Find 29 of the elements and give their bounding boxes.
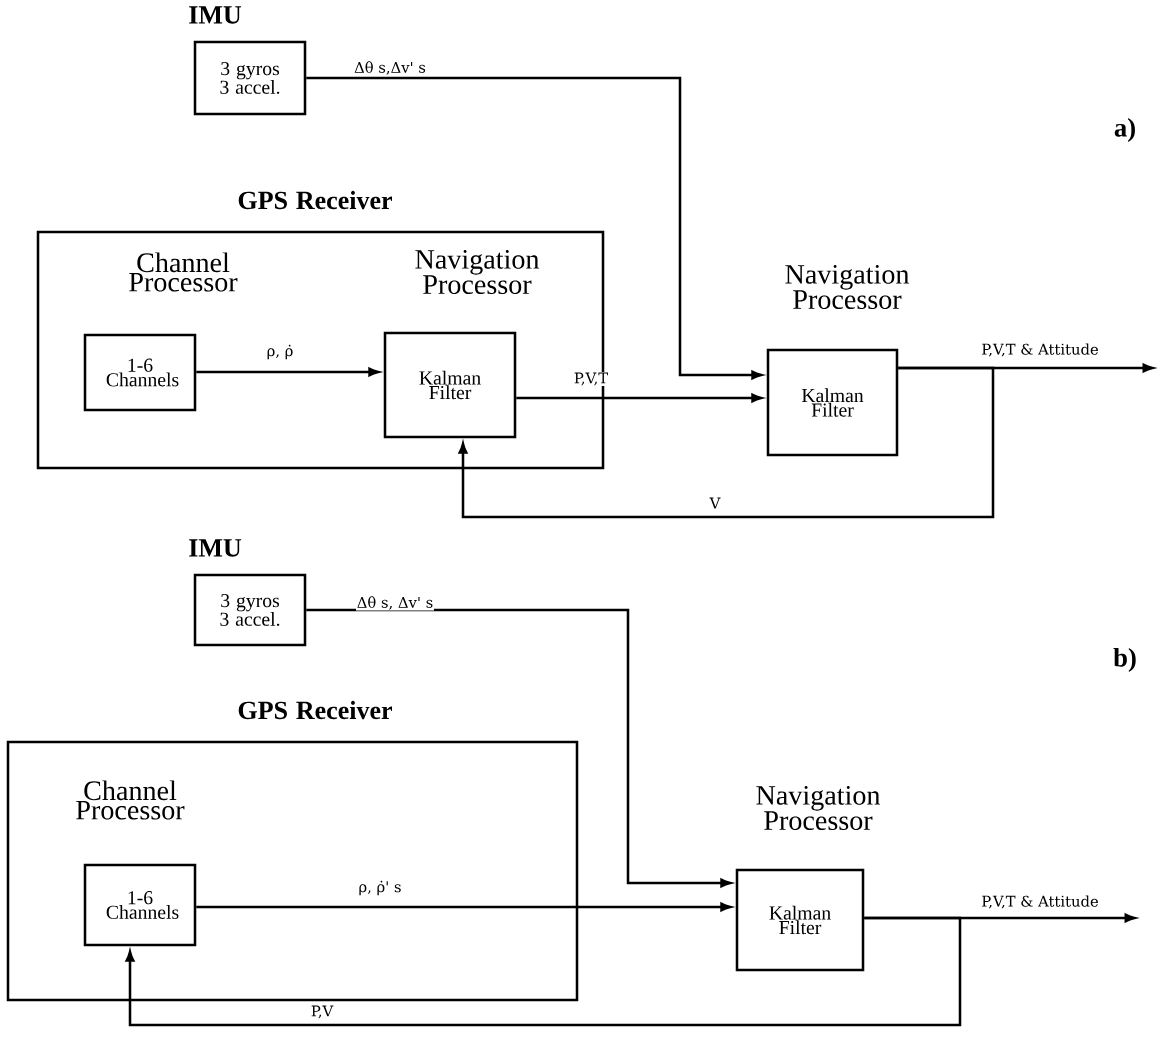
- node-label: Channel Processor: [129, 252, 238, 292]
- inner-block: Channel Processor 1-6 Channels: [76, 780, 197, 947]
- node-label: GPS Receiver: [238, 700, 393, 720]
- edge-label: P,V: [310, 1004, 334, 1020]
- arrow: [125, 916, 962, 1027]
- arrow: [458, 366, 995, 519]
- edge-label: Δθ s, Δv' s: [356, 595, 434, 611]
- node-label: GPS Receiver: [238, 190, 393, 210]
- block: IMU 3 gyros 3 accel.: [189, 539, 307, 647]
- panel-label: a): [1114, 117, 1135, 143]
- edge-label: P,V,T: [573, 371, 609, 387]
- node-label: IMU: [189, 6, 242, 24]
- node-label: IMU: [189, 539, 242, 557]
- node-label: Channel Processor: [76, 780, 185, 820]
- edge-label: P,V,T & Attitude: [980, 894, 1100, 910]
- block: Navigation Processor Kalman Filter: [735, 785, 881, 972]
- edge-label: Δθ s,Δv' s: [353, 60, 427, 76]
- block: IMU 3 gyros 3 accel.: [189, 6, 307, 116]
- node-label: Navigation Processor: [756, 785, 881, 831]
- edge-label: ρ, ρ̇' s: [357, 880, 403, 896]
- edge-label: ρ, ρ̇: [265, 344, 295, 360]
- edge-label: V: [708, 496, 722, 510]
- edge-label: P,V,T & Attitude: [980, 342, 1100, 358]
- inner-block: Navigation Processor Kalman Filter: [383, 249, 540, 439]
- inner-block: Channel Processor 1-6 Channels: [83, 252, 238, 412]
- block: Navigation Processor Kalman Filter: [766, 264, 910, 457]
- node-label: Navigation Processor: [785, 264, 910, 310]
- node-label: Navigation Processor: [415, 249, 540, 295]
- panel-label: b): [1113, 647, 1136, 673]
